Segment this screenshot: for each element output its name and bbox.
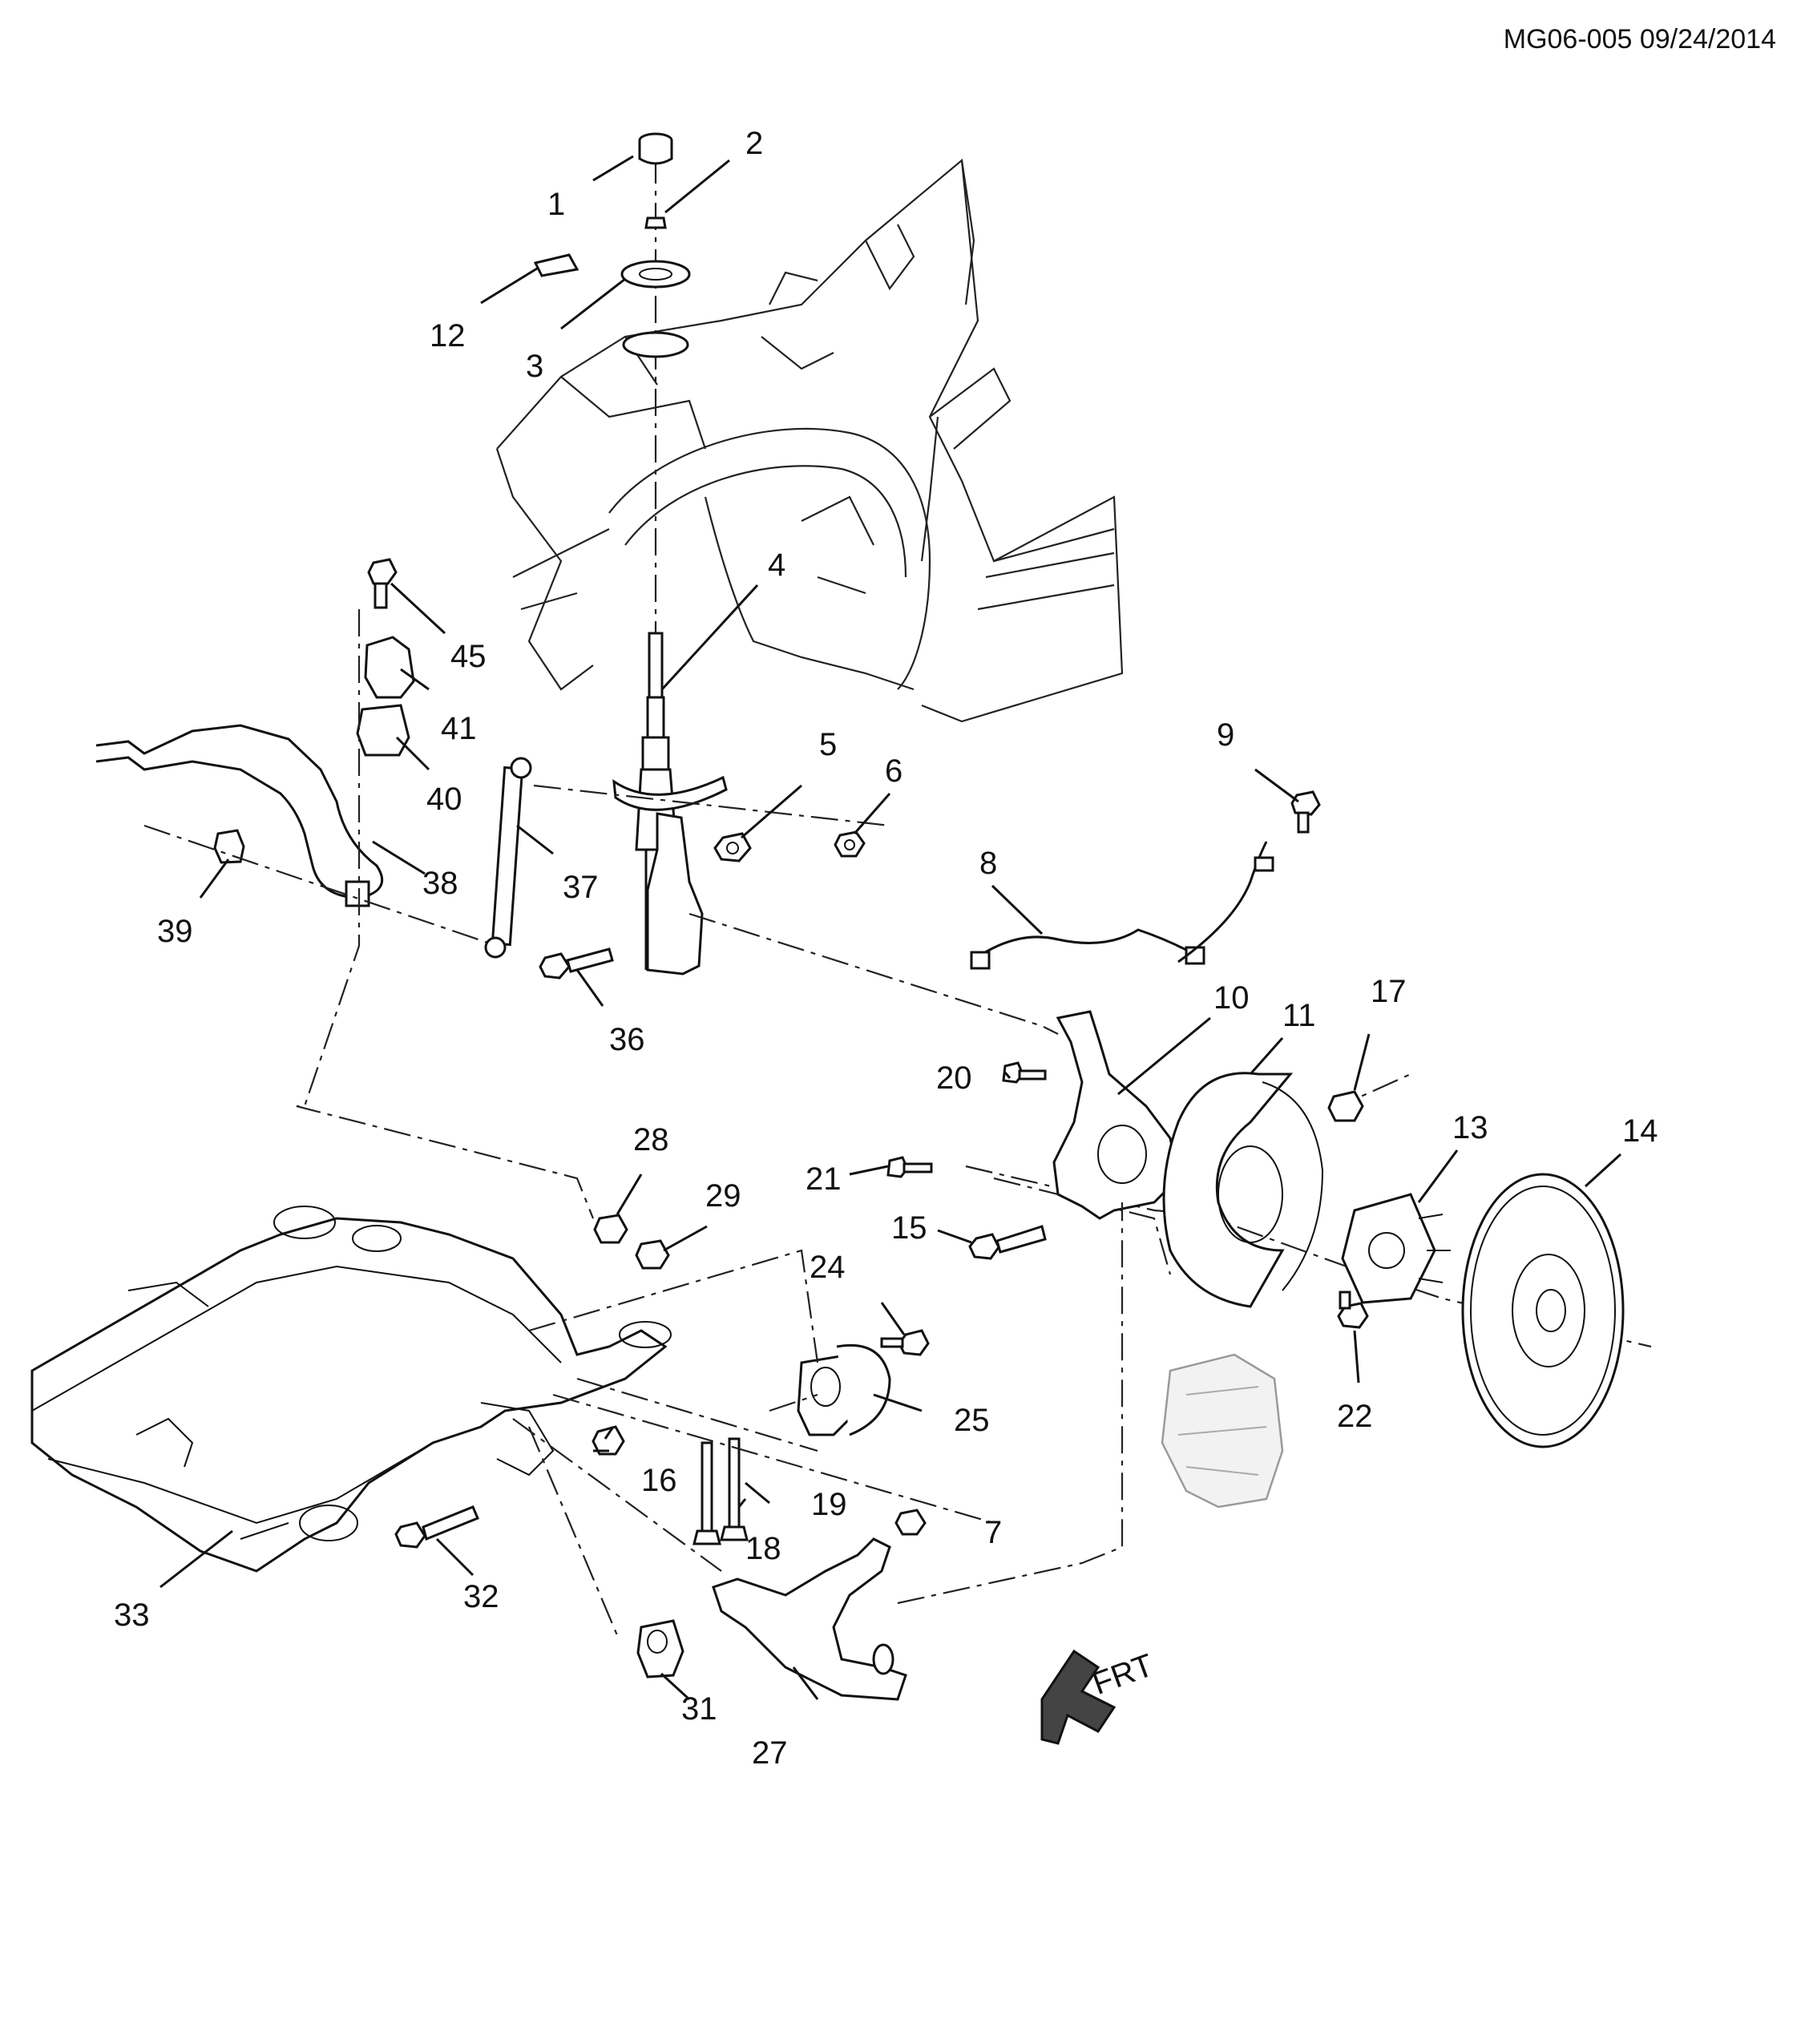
callout-10: 10	[1213, 980, 1250, 1016]
callout-4: 4	[768, 547, 785, 583]
nut-28	[593, 1214, 628, 1244]
control-arm-bolt-19	[720, 1437, 749, 1541]
wheel-speed-sensor-group	[970, 790, 1321, 970]
nut-7	[894, 1509, 927, 1536]
callout-9: 9	[1217, 717, 1234, 753]
diagram-code-date: MG06-005 09/24/2014	[1503, 24, 1776, 55]
sensor-cable	[1177, 841, 1268, 963]
callout-25: 25	[954, 1403, 990, 1438]
callout-21: 21	[806, 1161, 842, 1197]
callout-36: 36	[609, 1022, 645, 1057]
stabilizer-bushing	[356, 704, 410, 757]
callout-14: 14	[1622, 1113, 1658, 1149]
callout-40: 40	[426, 782, 462, 817]
strut-nut	[644, 216, 667, 229]
sensor-harness	[975, 928, 1187, 959]
stabilizer-bar	[95, 724, 384, 899]
knuckle-bolt-20	[1002, 1061, 1047, 1084]
callout-20: 20	[936, 1060, 972, 1096]
lower-control-arm	[712, 1537, 907, 1701]
callout-18: 18	[745, 1531, 781, 1566]
callout-8: 8	[979, 846, 997, 881]
callout-labels: 1 2 3 4 5 6 7 8 9 10 11 12 13 14 15 16 1…	[114, 126, 1658, 1771]
callout-15: 15	[891, 1210, 927, 1246]
strut-shock-absorber	[612, 632, 728, 976]
knuckle-hub-brake-group	[688, 912, 1652, 1509]
callout-leaders	[160, 155, 1622, 1701]
control-arm-front-bushing	[636, 1619, 684, 1678]
strut-mount-cap	[638, 132, 673, 165]
callout-22: 22	[1337, 1399, 1373, 1434]
callout-32: 32	[463, 1579, 499, 1614]
control-arm-rear-bushing	[797, 1343, 891, 1436]
callout-31: 31	[681, 1691, 717, 1727]
wheel-hub-bearing	[1341, 1193, 1451, 1304]
crossmember-bolt	[394, 1505, 479, 1549]
callout-5: 5	[819, 727, 837, 762]
callout-11: 11	[1282, 998, 1316, 1033]
strut-clamp-bolt	[539, 947, 614, 980]
vehicle-body-structure	[495, 158, 1124, 723]
sensor-bolt	[1290, 790, 1321, 834]
callout-12: 12	[430, 318, 466, 353]
hub-nut	[1327, 1090, 1364, 1122]
nut-6	[834, 830, 866, 858]
callout-7: 7	[984, 1515, 1002, 1550]
nut-16	[592, 1425, 625, 1456]
control-arm-bolt-18	[693, 1441, 721, 1545]
knuckle-bolt-21	[886, 1156, 933, 1178]
callout-39: 39	[157, 914, 193, 949]
front-crossmember	[30, 1206, 672, 1573]
callout-17: 17	[1371, 974, 1407, 1009]
callout-2: 2	[745, 126, 763, 161]
nut-29	[635, 1239, 670, 1270]
bushing-bolt	[880, 1329, 930, 1356]
callout-13: 13	[1452, 1110, 1488, 1145]
stabilizer-bracket	[364, 636, 415, 699]
steering-knuckle	[1052, 1010, 1180, 1220]
knuckle-bolt	[968, 1225, 1047, 1260]
front-direction-arrow: FRT	[1040, 1647, 1158, 1745]
callout-27: 27	[752, 1735, 788, 1771]
callout-29: 29	[705, 1178, 741, 1214]
nut-5	[713, 832, 752, 862]
callout-16: 16	[641, 1463, 677, 1498]
strut-assembly	[533, 132, 890, 976]
callout-1: 1	[547, 187, 565, 222]
callout-38: 38	[422, 866, 458, 901]
callout-24: 24	[810, 1250, 846, 1285]
stabilizer-bar-group	[95, 558, 614, 1219]
callout-3: 3	[526, 349, 543, 384]
callout-37: 37	[563, 870, 599, 905]
callout-41: 41	[441, 711, 477, 746]
hub-bolt	[1337, 1291, 1369, 1329]
strut-upper-mount	[620, 260, 691, 358]
brake-rotor	[1461, 1173, 1625, 1448]
brake-caliper-reference	[1161, 1353, 1284, 1509]
front-direction-label: FRT	[1088, 1647, 1157, 1702]
callout-45: 45	[450, 639, 487, 674]
callout-19: 19	[811, 1487, 847, 1522]
stabilizer-link	[484, 757, 532, 959]
callout-33: 33	[114, 1598, 150, 1633]
callout-28: 28	[633, 1122, 669, 1157]
brake-dust-shield	[1162, 1072, 1324, 1308]
bracket-bolt	[367, 558, 398, 609]
label-tag	[533, 253, 579, 277]
callout-6: 6	[885, 753, 902, 789]
bushing-39	[213, 829, 245, 864]
